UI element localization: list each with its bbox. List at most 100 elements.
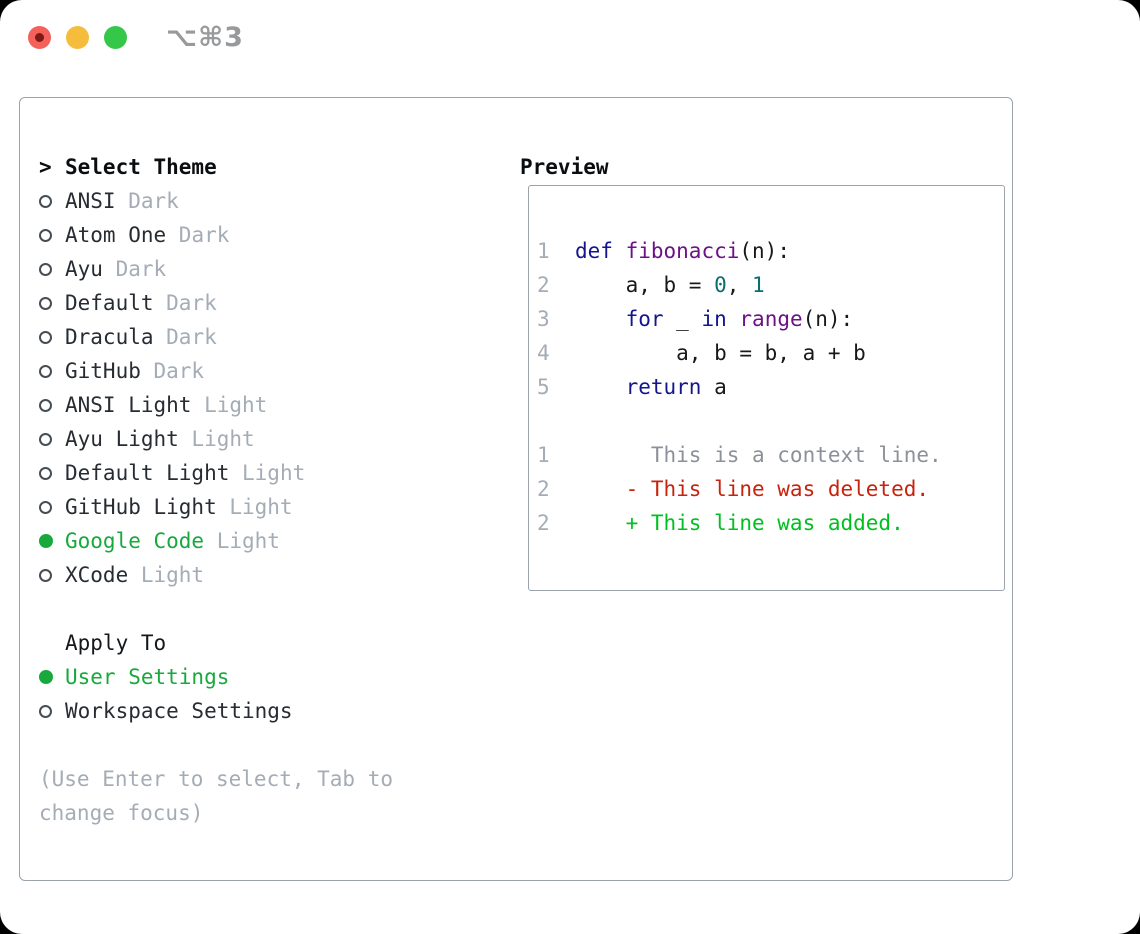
minimize-button[interactable] — [66, 26, 89, 49]
option-label: Default — [65, 291, 154, 315]
line-number: 2 — [537, 511, 550, 535]
option-label: ANSI Light — [65, 393, 192, 417]
line-content: return a — [625, 375, 727, 399]
line-content: a, b = b, a + b — [575, 341, 866, 365]
theme-option[interactable]: ANSI Dark — [39, 184, 489, 218]
line-content: a, b = 0, 1 — [575, 273, 765, 297]
close-button[interactable] — [28, 26, 51, 49]
option-variant-label: Light — [178, 427, 255, 451]
radio-unselected-icon — [39, 704, 52, 718]
option-variant-label: Dark — [115, 189, 179, 213]
theme-option[interactable]: Atom One Dark — [39, 218, 489, 252]
option-label: Atom One — [65, 223, 167, 247]
radio-unselected-icon — [39, 330, 52, 344]
apply-to-header: Apply To — [39, 626, 489, 660]
line-content: for _ in range(n): — [625, 307, 854, 331]
option-label: Ayu Light — [65, 427, 179, 451]
apply-to-title: Apply To — [65, 631, 167, 655]
radio-unselected-icon — [39, 194, 52, 208]
option-variant-label: Dark — [166, 223, 230, 247]
radio-unselected-icon — [39, 364, 52, 378]
option-label: XCode — [65, 563, 129, 587]
theme-option[interactable]: GitHub Dark — [39, 354, 489, 388]
line-number: 4 — [537, 341, 550, 365]
help-text: (Use Enter to select, Tab to change focu… — [39, 767, 394, 825]
option-variant-label: Light — [191, 393, 268, 417]
option-variant-label: Light — [204, 529, 280, 553]
option-label: Workspace Settings — [65, 699, 293, 723]
preview-line: 5 return a — [537, 370, 1004, 404]
line-number: 2 — [537, 273, 550, 297]
option-label: Google Code — [65, 529, 205, 553]
theme-option[interactable]: Dracula Dark — [39, 320, 489, 354]
radio-selected-icon — [39, 534, 53, 548]
line-number: 1 — [537, 443, 550, 467]
line-number: 3 — [537, 307, 550, 331]
preview-line: 2 + This line was added. — [537, 506, 1004, 540]
preview-line: 2 - This line was deleted. — [537, 472, 1004, 506]
option-variant-label: Light — [229, 461, 306, 485]
spacer — [39, 592, 489, 626]
line-number: 5 — [537, 375, 550, 399]
radio-unselected-icon — [39, 228, 52, 242]
theme-option[interactable]: Ayu Dark — [39, 252, 489, 286]
preview-line: 2 a, b = 0, 1 — [537, 268, 1004, 302]
theme-option[interactable]: Default Dark — [39, 286, 489, 320]
radio-unselected-icon — [39, 466, 52, 480]
selection-arrow-icon: > — [39, 155, 52, 179]
close-dot-icon — [35, 33, 44, 42]
theme-option[interactable]: Default Light Light — [39, 456, 489, 490]
option-label: Dracula — [65, 325, 154, 349]
option-label: GitHub Light — [65, 495, 217, 519]
radio-unselected-icon — [39, 296, 52, 310]
line-content: This is a context line. — [575, 443, 942, 467]
line-content: - This line was deleted. — [575, 477, 930, 501]
theme-option[interactable]: ANSI Light Light — [39, 388, 489, 422]
radio-unselected-icon — [39, 568, 52, 582]
option-variant-label: Dark — [153, 325, 217, 349]
option-label: User Settings — [65, 665, 230, 689]
window-title: ⌥⌘3 — [166, 22, 244, 53]
radio-unselected-icon — [39, 398, 52, 412]
option-label: Ayu — [65, 257, 103, 281]
option-variant-label: Light — [216, 495, 293, 519]
preview-line: 3 for _ in range(n): — [537, 302, 1004, 336]
option-label: ANSI — [65, 189, 116, 213]
theme-option[interactable]: GitHub Light Light — [39, 490, 489, 524]
line-number: 1 — [537, 239, 550, 263]
line-number: 2 — [537, 477, 550, 501]
apply-to-option[interactable]: Workspace Settings — [39, 694, 489, 728]
select-theme-header: > Select Theme — [39, 150, 489, 184]
radio-unselected-icon — [39, 262, 52, 276]
option-variant-label: Light — [128, 563, 205, 587]
theme-option[interactable]: XCode Light — [39, 558, 489, 592]
theme-option[interactable]: Ayu Light Light — [39, 422, 489, 456]
radio-unselected-icon — [39, 432, 52, 446]
radio-selected-icon — [39, 670, 53, 684]
diff-preview: 1 This is a context line.2 - This line w… — [537, 438, 1004, 540]
option-variant-label: Dark — [140, 359, 205, 383]
select-theme-title: Select Theme — [65, 155, 217, 179]
theme-option[interactable]: Google Code Light — [39, 524, 489, 558]
preview-line: 4 a, b = b, a + b — [537, 336, 1004, 370]
titlebar: ⌥⌘3 — [28, 22, 244, 53]
option-variant-label: Dark — [102, 257, 167, 281]
line-content: + This line was added. — [575, 511, 904, 535]
line-content: def fibonacci(n): — [575, 239, 790, 263]
preview-line: 1 def fibonacci(n): — [537, 234, 1004, 268]
radio-unselected-icon — [39, 500, 52, 514]
zoom-button[interactable] — [104, 26, 127, 49]
option-variant-label: Dark — [153, 291, 217, 315]
preview-title: Preview — [520, 155, 609, 179]
apply-to-option[interactable]: User Settings — [39, 660, 489, 694]
preview-line: 1 This is a context line. — [537, 438, 1004, 472]
option-label: GitHub — [65, 359, 141, 383]
